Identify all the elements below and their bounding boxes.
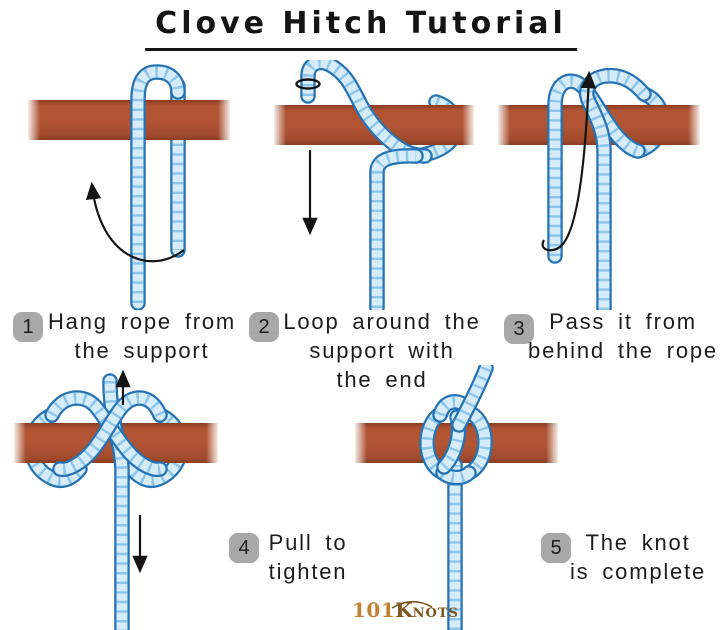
step-4-illustration (14, 369, 218, 630)
page-title: Clove Hitch Tutorial (145, 6, 577, 51)
rope-standing-end (377, 156, 416, 308)
step-3-illustration (498, 60, 700, 310)
step-5-number-badge: 5 (541, 533, 571, 563)
logo-nots: NOTS (412, 606, 459, 621)
caption-line: Pass it from (549, 309, 697, 334)
step-5-illustration (355, 365, 558, 630)
step-3-number-badge: 3 (504, 314, 534, 344)
step-2-caption: Loop around the support with the end (276, 307, 488, 394)
step-2-illustration (274, 60, 474, 310)
caption-line: is complete (569, 559, 707, 584)
caption-line: tighten (268, 559, 348, 584)
step-1-illustration (28, 60, 230, 310)
caption-line: Pull to (268, 530, 348, 555)
curved-arrow-up-icon (541, 70, 597, 252)
rope-end-ring-icon (295, 78, 321, 90)
support-bar (28, 100, 230, 140)
step-2-number-badge: 2 (249, 312, 279, 342)
caption-line: The knot (585, 530, 691, 555)
caption-line: the support (74, 338, 210, 363)
logo-arc-icon (391, 600, 433, 609)
step-4-caption: Pull to tighten (250, 528, 366, 586)
step-3-caption: Pass it from behind the rope (524, 307, 722, 365)
brand-logo: 101KNOTS (352, 598, 459, 622)
step-4-number-badge: 4 (229, 533, 259, 563)
curved-arrow-up-left-icon (85, 181, 185, 263)
logo-101: 101 (352, 598, 396, 622)
step-1-number-badge: 1 (13, 312, 43, 342)
caption-line: behind the rope (528, 338, 718, 363)
caption-line: Hang rope from (47, 309, 237, 334)
step-1-caption: Hang rope from the support (42, 307, 242, 365)
caption-line: the end (336, 367, 428, 392)
caption-line: Loop around the (283, 309, 481, 334)
step-5-caption: The knot is complete (560, 528, 716, 586)
caption-line: support with (309, 338, 455, 363)
